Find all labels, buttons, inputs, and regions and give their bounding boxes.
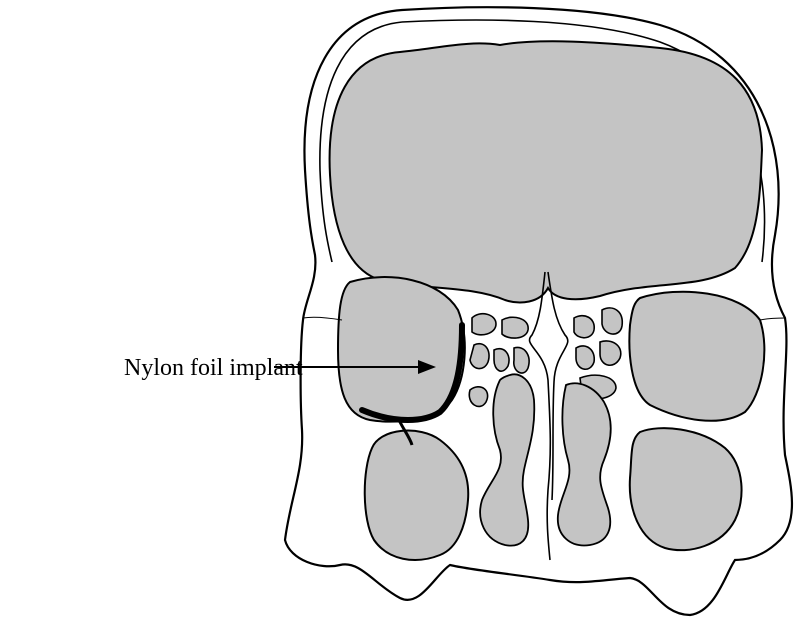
implant-label: Nylon foil implant [124,353,303,383]
cranial-cavity [330,41,762,302]
right-orbit [629,292,764,421]
